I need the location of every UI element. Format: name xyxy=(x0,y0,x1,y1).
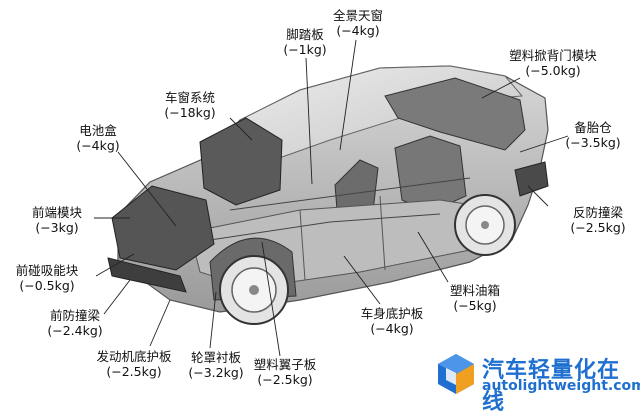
rear-bumper-beam-shape xyxy=(514,161,549,197)
label-tailgate: 塑料掀背门模块(−5.0kg) xyxy=(509,48,597,78)
cube-logo-icon xyxy=(438,354,474,394)
label-engine-skid-plate: 发动机底护板(−2.5kg) xyxy=(96,349,172,379)
autolightweight-logo: 汽车轻量化在线 autolightweight.com xyxy=(436,350,640,415)
rear-seat xyxy=(394,135,467,213)
leader-lines xyxy=(94,39,569,357)
label-wheel-liner: 轮罩衬板(−3.2kg) xyxy=(188,350,244,380)
label-front-bumper-beam: 前防撞梁(−2.4kg) xyxy=(47,308,103,338)
label-plastic-fender: 塑料翼子板(−2.5kg) xyxy=(253,357,317,387)
lightweight-car-diagram: 脚踏板(−1kg) 全景天窗(−4kg) 塑料掀背门模块(−5.0kg) 车窗系… xyxy=(15,8,640,415)
label-panoramic-roof: 全景天窗(−4kg) xyxy=(332,8,383,38)
front-bumper-beam-shape xyxy=(107,257,187,293)
label-plastic-fuel-tank: 塑料油箱(−5kg) xyxy=(449,283,500,313)
label-floor-mat: 脚踏板(−1kg) xyxy=(283,27,327,57)
tailgate-frame xyxy=(384,77,526,151)
label-rear-bumper-beam: 反防撞梁(−2.5kg) xyxy=(570,205,626,235)
label-battery-box: 电池盒(−4kg) xyxy=(76,123,120,153)
label-front-crash-absorber: 前碰吸能块(−0.5kg) xyxy=(15,263,79,293)
car-illustration xyxy=(94,39,569,357)
label-spare-tire-well: 备胎仓(−3.5kg) xyxy=(565,120,621,150)
logo-text-en: autolightweight.com xyxy=(482,378,640,394)
front-end-module-shape xyxy=(111,185,215,271)
label-window-system: 车窗系统(−18kg) xyxy=(164,90,216,120)
window-system-panel xyxy=(199,117,283,206)
label-front-end-module: 前端模块(−3kg) xyxy=(31,205,82,235)
label-underbody-panel: 车身底护板(−4kg) xyxy=(360,306,424,336)
